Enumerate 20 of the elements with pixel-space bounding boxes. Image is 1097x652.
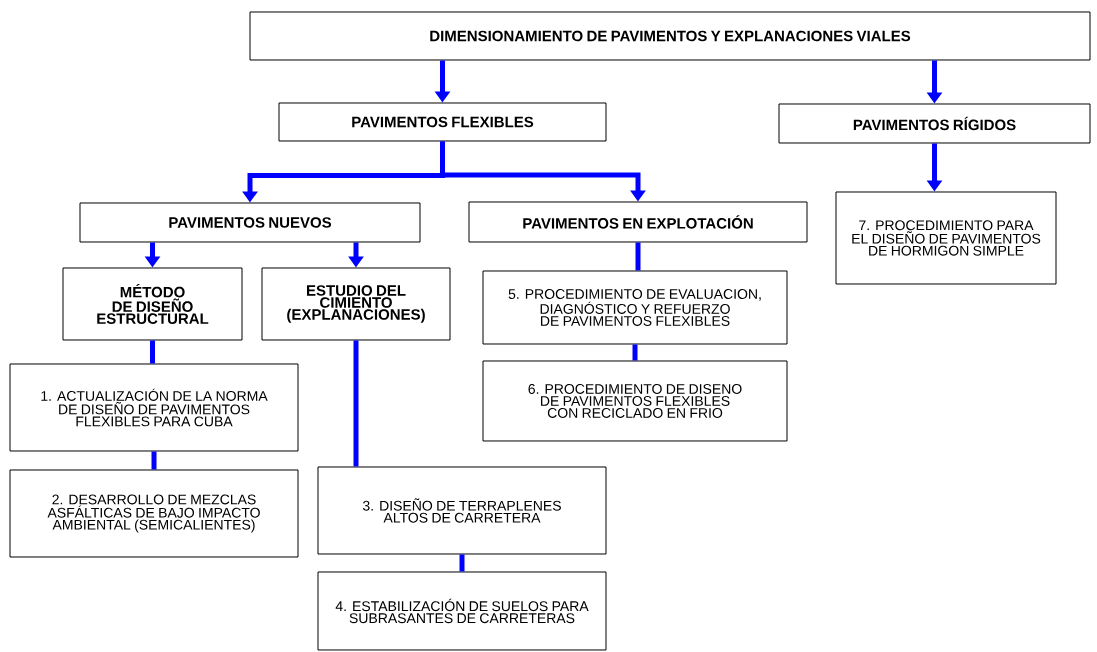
connector-line <box>151 451 157 470</box>
connector-line <box>353 340 359 467</box>
heading-box: DIMENSIONAMIENTO DE PAVIMENTOS Y EXPLANACIONES VIALES <box>249 11 1091 61</box>
heading-box: MÉTODO DE DISEÑO ESTRUCTURAL <box>62 267 243 341</box>
process-box: 6. PROCEDIMIENTO DE DISENO DE PAVIMENTOS FLEXIBLES CON RECICLADO EN FRIO <box>482 360 788 442</box>
process-box: 4. ESTABILIZACIÓN DE SUELOS PARA SUBRASANTES DE CARRETERAS <box>317 571 607 651</box>
heading-box: PAVIMENTOS NUEVOS <box>79 202 421 243</box>
process-box: 2. DESARROLLO DE MEZCLAS ASFÁLTICAS DE BAJO IMPACTO AMBIENTAL (SEMICALIENTES) <box>9 469 299 558</box>
process-box: 3. DISEÑO DE TERRAPLENES ALTOS DE CARRETERA <box>317 466 607 555</box>
connector-line <box>635 242 641 271</box>
process-box: 5. PROCEDIMIENTO DE EVALUACION, DIAGNÓSTICO Y REFUERZO DE PAVIMENTOS FLEXIBLES <box>482 270 788 345</box>
process-box: 1. ACTUALIZACIÓN DE LA NORMA DE DISEÑO DE PAVIMENTOS FLEXIBLES PARA CUBA <box>9 363 299 452</box>
connector-line <box>632 344 638 361</box>
process-box: 7. PROCEDIMIENTO PARA EL DISEÑO DE PAVIMENTOS DE HORMIGON SIMPLE <box>835 191 1057 285</box>
connector-line <box>459 554 465 572</box>
heading-box: PAVIMENTOS FLEXIBLES <box>278 102 607 142</box>
heading-box: ESTUDIO DEL CIMIENTO (EXPLANACIONES) <box>261 267 451 341</box>
heading-box: PAVIMENTOS RÍGIDOS <box>778 103 1091 144</box>
heading-box: PAVIMENTOS EN EXPLOTACIÓN <box>468 201 808 243</box>
connector-line <box>150 340 155 364</box>
